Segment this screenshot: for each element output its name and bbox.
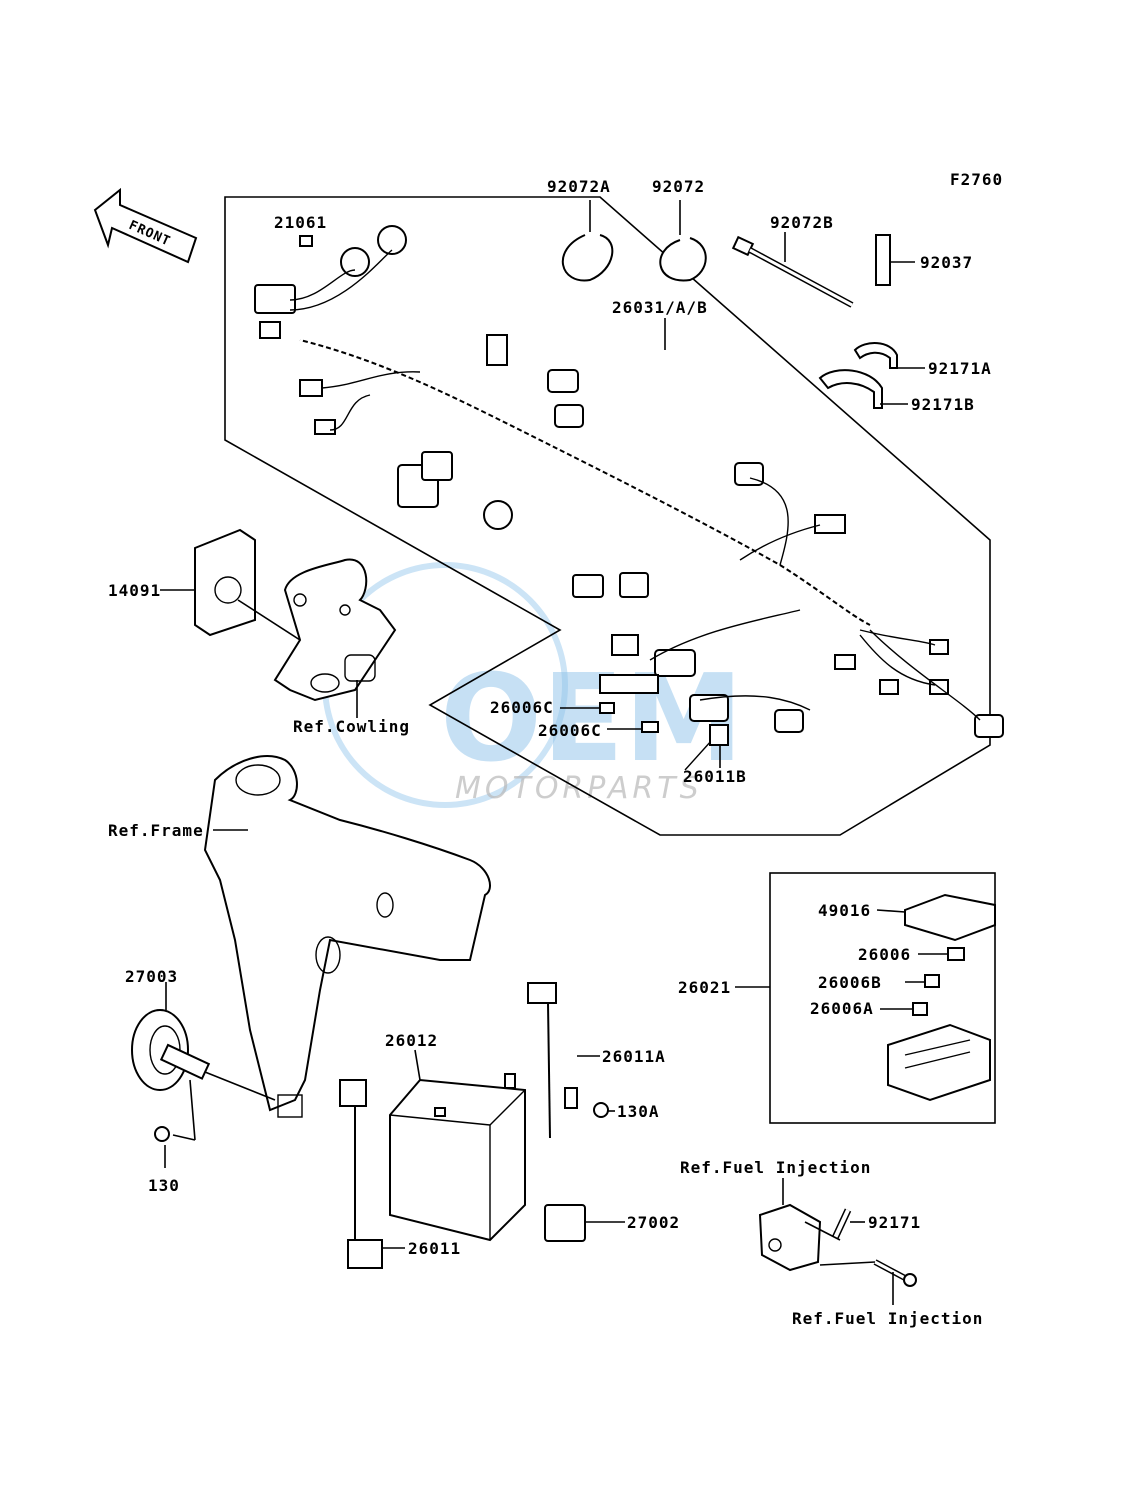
fuse-box-body: [887, 1023, 991, 1102]
part-49016-cover: [876, 893, 996, 942]
label-26011A: 26011A: [602, 1047, 666, 1066]
label-130: 130: [148, 1176, 180, 1195]
label-ref-frame: Ref.Frame: [108, 821, 204, 840]
part-130A-bolt: [593, 1102, 615, 1118]
fuel-injection-bolt: [819, 1259, 917, 1305]
part-27002-relay: [544, 1204, 625, 1242]
part-26011-cable: [339, 1079, 405, 1269]
figure-code: F2760: [950, 170, 1003, 189]
label-130A: 130A: [617, 1102, 660, 1121]
part-130-bolt: [154, 1126, 170, 1168]
label-92037: 92037: [920, 253, 973, 272]
label-92072A: 92072A: [547, 177, 611, 196]
label-ref-cowling: Ref.Cowling: [293, 717, 410, 736]
label-ref-fuel-injection-2: Ref.Fuel Injection: [792, 1309, 983, 1328]
part-92037-bracket: [875, 234, 915, 286]
watermark: OEM MOTORPARTS: [322, 562, 743, 808]
part-26011B-lead: [684, 724, 729, 771]
label-26011B: 26011B: [683, 767, 747, 786]
label-14091: 14091: [108, 581, 161, 600]
label-26006C-2: 26006C: [538, 721, 602, 740]
label-ref-fuel-injection-1: Ref.Fuel Injection: [680, 1158, 871, 1177]
label-92171B: 92171B: [911, 395, 975, 414]
part-26006C-fuse-1: [560, 702, 615, 714]
label-27002: 27002: [627, 1213, 680, 1232]
label-26031: 26031/A/B: [612, 298, 708, 317]
label-92072B: 92072B: [770, 213, 834, 232]
part-92171-pin: [804, 1208, 865, 1241]
part-26006C-fuse-2: [607, 721, 659, 733]
label-26006: 26006: [858, 945, 911, 964]
label-26006C-1: 26006C: [490, 698, 554, 717]
cowling-bracket: [273, 558, 397, 718]
part-26012-battery: [389, 1049, 526, 1242]
part-26011A-cable: [527, 982, 600, 1139]
part-92171A-clamp: [853, 342, 925, 369]
label-26006B: 26006B: [818, 973, 882, 992]
harness-group-outline: [224, 196, 991, 836]
part-92072-clamp: [659, 200, 707, 282]
part-92171B-clamp: [818, 369, 908, 409]
part-26006B-fuse: [905, 974, 940, 988]
label-21061: 21061: [274, 213, 327, 232]
frame-outline: [203, 755, 491, 1118]
front-arrow-icon: FRONT: [93, 187, 198, 264]
wiring-harness-26031: [254, 225, 1004, 738]
part-92072B-tie-band: [731, 232, 854, 308]
fuel-injection-relay: [758, 1178, 822, 1272]
part-26006A-fuse: [880, 1002, 928, 1016]
part-92072A-clamp: [561, 200, 614, 282]
label-49016: 49016: [818, 901, 871, 920]
label-26021: 26021: [678, 978, 731, 997]
part-27003-horn: [131, 982, 276, 1141]
label-92171: 92171: [868, 1213, 921, 1232]
label-92171A: 92171A: [928, 359, 992, 378]
label-26006A: 26006A: [810, 999, 874, 1018]
fuse-box-group-outline: [769, 872, 996, 1124]
part-14091-plate: [160, 528, 301, 641]
part-21061-connector: [299, 235, 313, 247]
label-27003: 27003: [125, 967, 178, 986]
part-26006-fuse: [918, 947, 965, 961]
label-92072: 92072: [652, 177, 705, 196]
label-26012: 26012: [385, 1031, 438, 1050]
label-26011: 26011: [408, 1239, 461, 1258]
